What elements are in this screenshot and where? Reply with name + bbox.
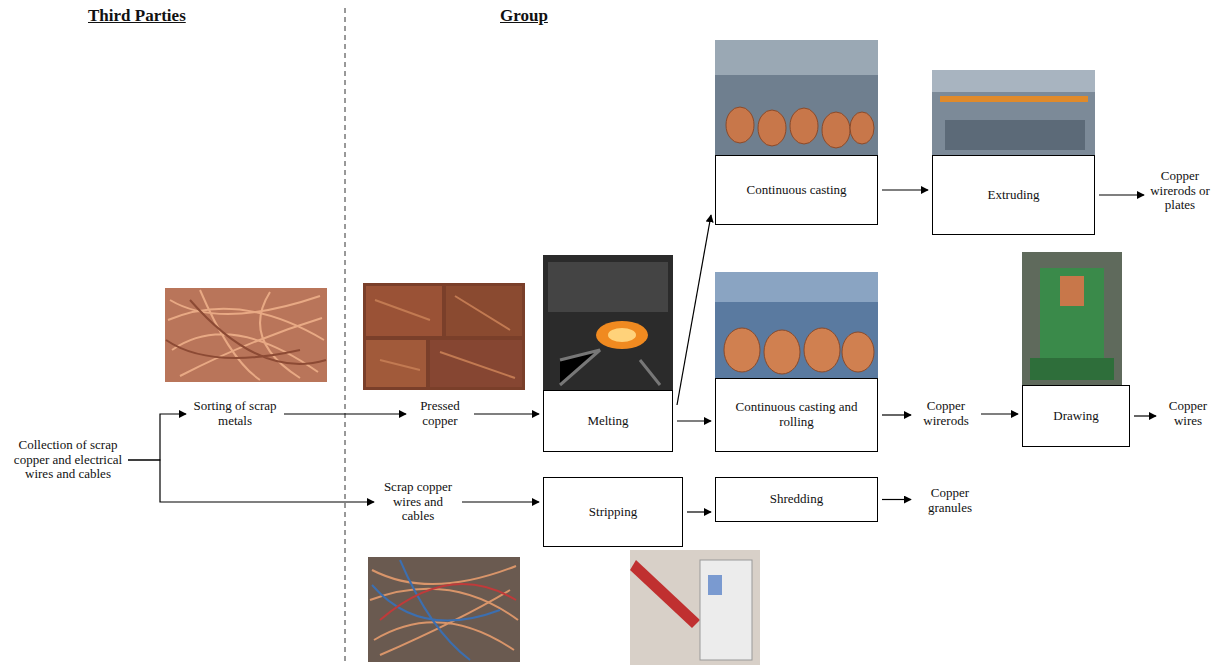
box-label: Drawing (1053, 409, 1099, 424)
column-heading: Third Parties (88, 6, 186, 26)
flow-arrow (128, 414, 186, 460)
flow-text: Copper granules (915, 485, 985, 517)
flow-label: Scrap copper wires and cables (378, 480, 458, 525)
flow-arrow (882, 189, 928, 190)
scrap-cable-photo (368, 557, 520, 662)
process-box: Drawing (1022, 385, 1130, 447)
flow-label: Copper wirerods or plates (1148, 169, 1212, 214)
furnace-photo (543, 255, 673, 390)
process-box: Continuous casting and rolling (715, 378, 878, 452)
stripping-machine-photo (630, 550, 760, 665)
flow-label: Copper wires (1160, 399, 1216, 429)
flow-text: Scrap copper wires and cables (378, 477, 458, 527)
scrap-copper-photo (165, 288, 327, 382)
flow-label: Pressed copper (410, 399, 470, 429)
rolling-plant-photo (715, 272, 878, 378)
flow-arrow (687, 511, 711, 512)
flow-arrow (1134, 415, 1156, 416)
extrusion-plant-photo (932, 70, 1095, 155)
flow-arrow (981, 413, 1018, 414)
divider-line (345, 8, 346, 665)
process-box: Shredding (715, 477, 878, 522)
flow-label: Sorting of scrap metals (190, 399, 280, 429)
flow-text: Collection of scrap copper and electrica… (12, 428, 124, 492)
drawing-machine-photo (1022, 252, 1122, 385)
flow-text: Sorting of scrap metals (190, 398, 280, 430)
pressed-copper-photo (363, 283, 525, 390)
box-label: Extruding (988, 188, 1040, 203)
flow-arrow (474, 413, 539, 414)
casting-plant-photo (715, 40, 878, 155)
process-box: Continuous casting (715, 155, 878, 225)
column-heading: Group (500, 6, 548, 26)
flow-text: Copper wirerods or plates (1148, 165, 1212, 217)
flow-label: Copper granules (915, 486, 985, 516)
flow-label: Collection of scrap copper and electrica… (12, 438, 124, 483)
box-label: Shredding (770, 492, 823, 507)
flow-arrow (882, 499, 911, 500)
process-box: Melting (543, 390, 673, 452)
box-label: Stripping (589, 505, 637, 520)
flow-text: Pressed copper (410, 398, 470, 430)
box-label: Continuous casting (746, 183, 846, 198)
flow-text: Copper wires (1160, 398, 1216, 430)
flow-arrow (462, 501, 539, 502)
flow-label: Copper wirerods (915, 399, 977, 429)
flow-arrow (677, 215, 711, 405)
process-box: Stripping (543, 477, 683, 547)
flow-text: Copper wirerods (915, 398, 977, 430)
flow-arrow (128, 460, 374, 502)
box-label: Continuous casting and rolling (722, 400, 871, 430)
process-box: Extruding (932, 155, 1095, 235)
box-label: Melting (587, 414, 628, 429)
flow-arrow (882, 414, 911, 415)
flow-arrow (284, 413, 406, 414)
flow-arrow (1099, 194, 1144, 195)
flow-arrow (677, 420, 711, 421)
